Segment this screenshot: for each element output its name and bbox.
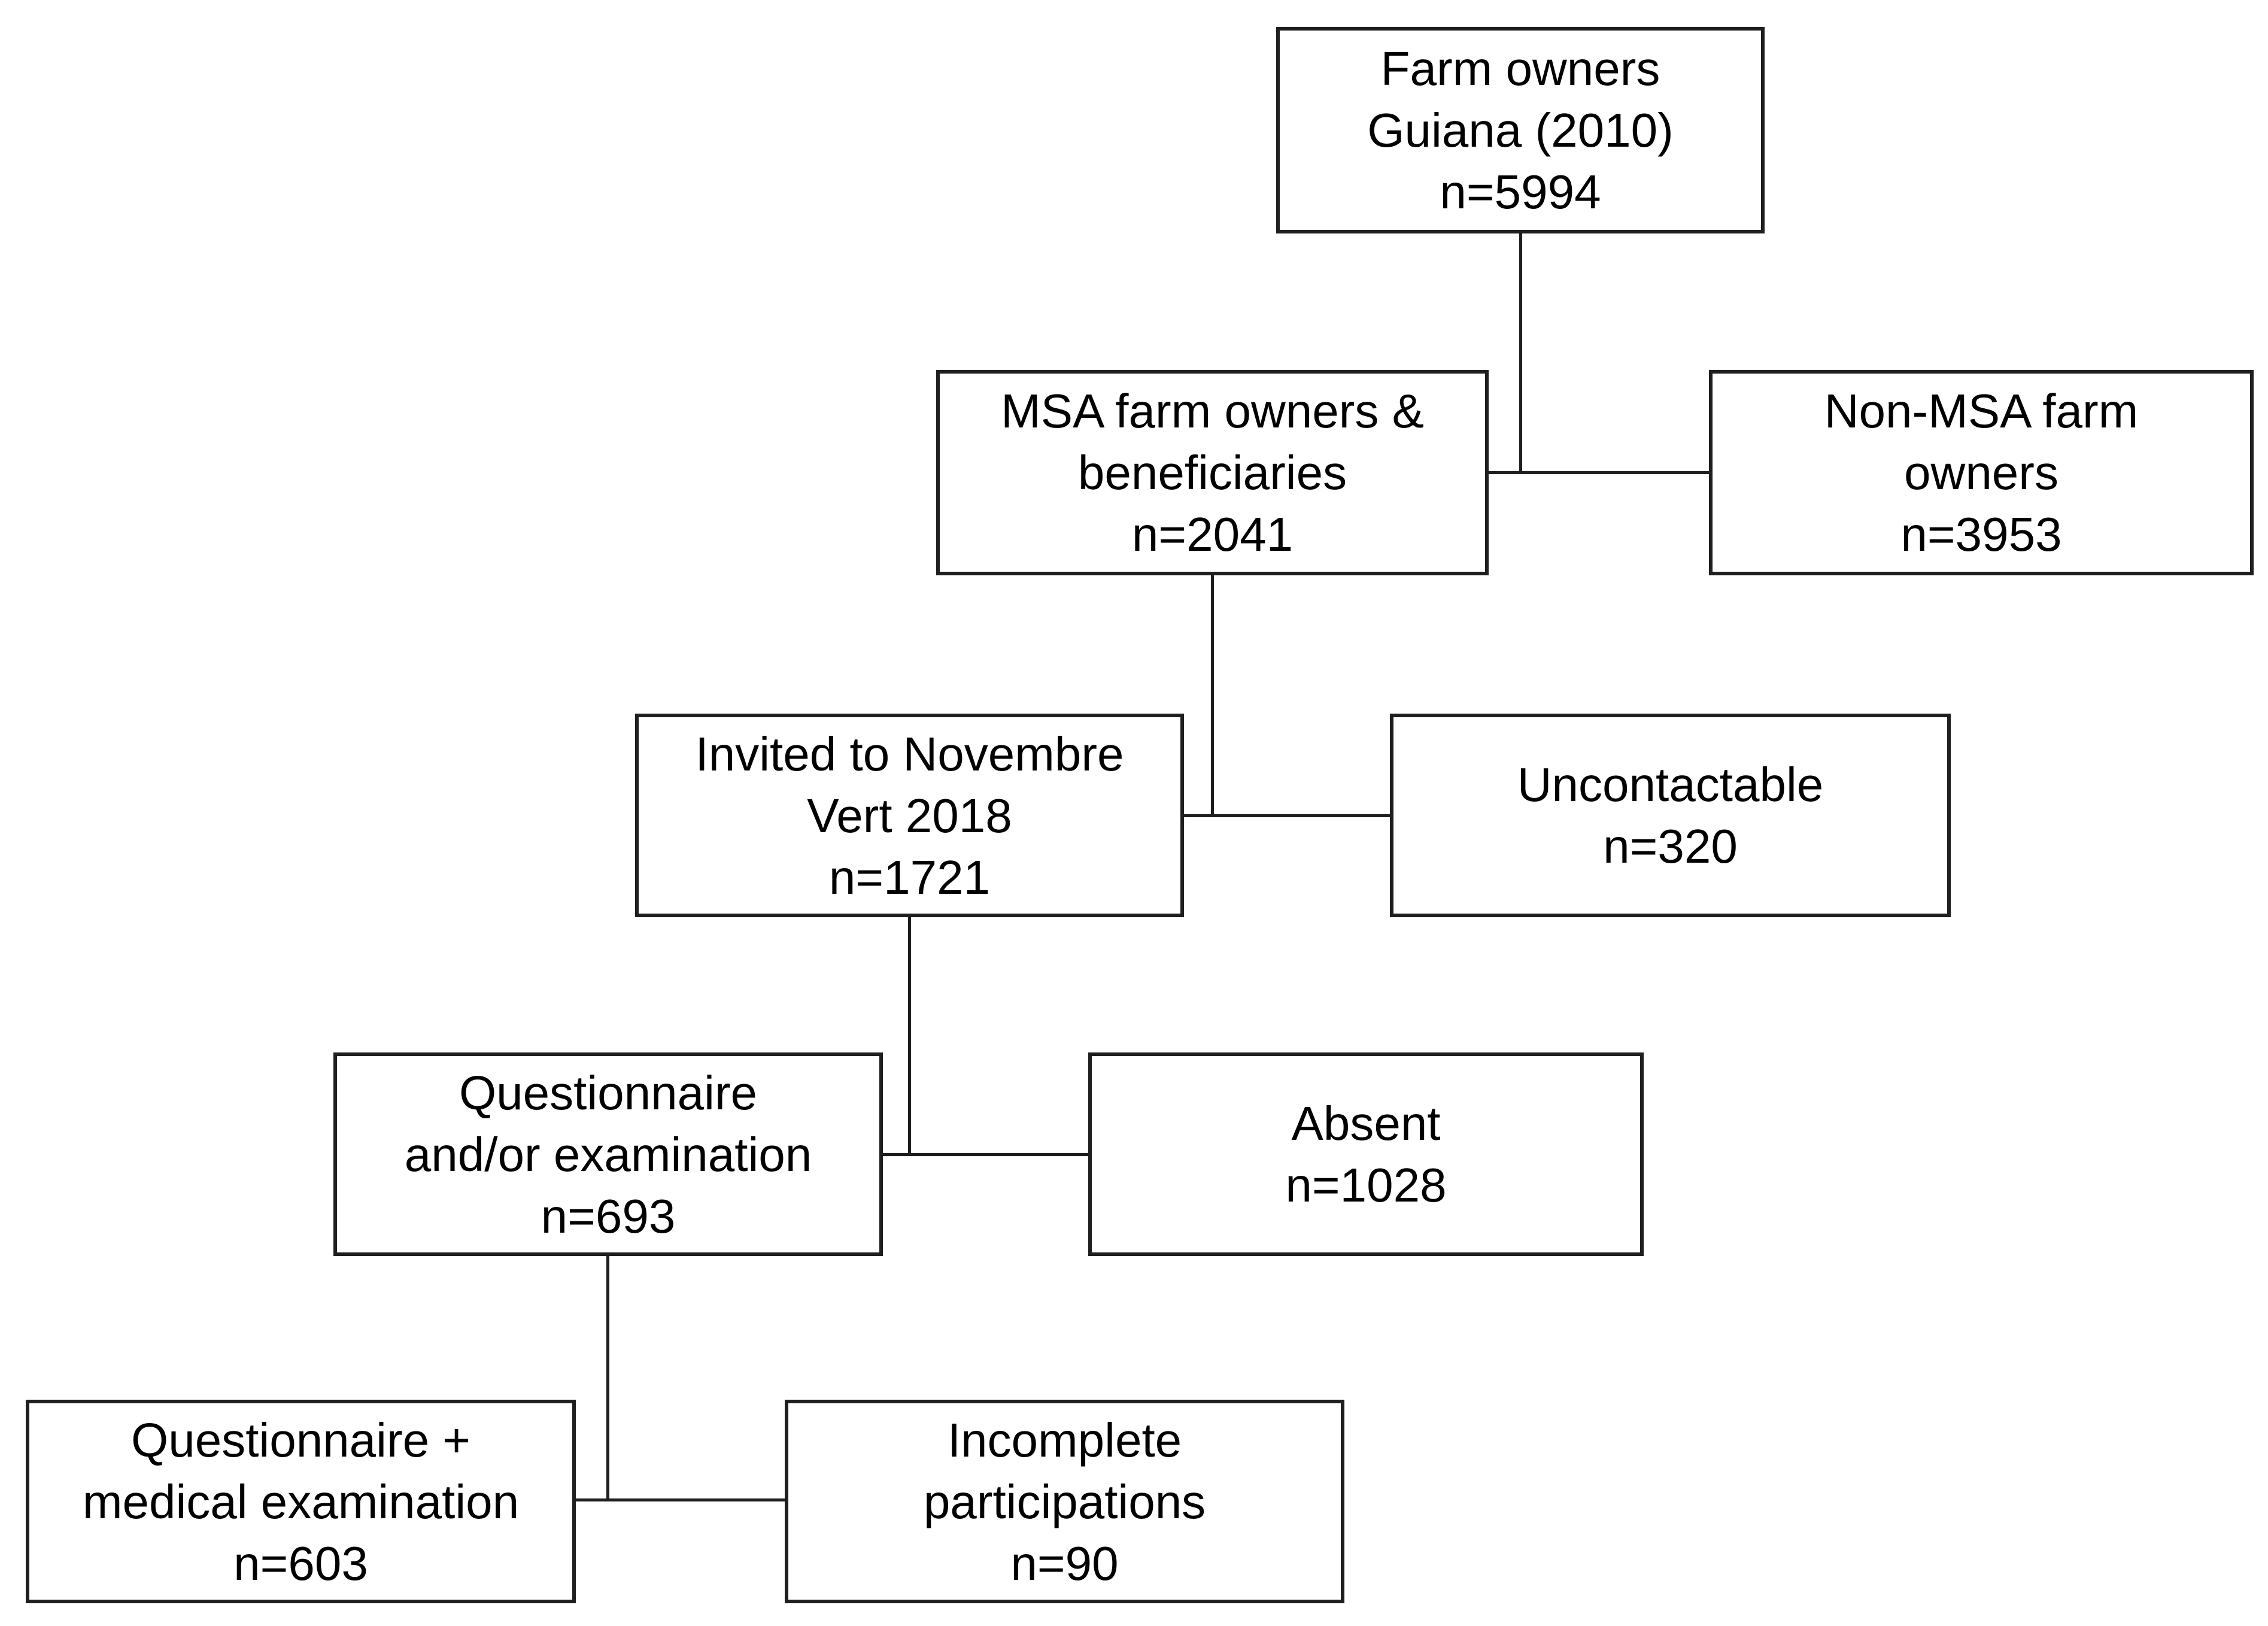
node-line: participations [923,1475,1206,1528]
node-count: n=2041 [1131,508,1294,561]
node-line: Non-MSA farm [1824,384,2139,438]
node-line: beneficiaries [1077,446,1347,499]
node-line: Incomplete [947,1413,1182,1467]
connector-invited-drop-line [908,916,911,1156]
node-uncontactable: Uncontactable n=320 [1390,714,1951,917]
node-count: n=3953 [1900,508,2062,561]
node-line: Questionnaire + [130,1413,471,1467]
node-questionnaire-andor-exam: Questionnaire and/or examination n=693 [333,1052,883,1256]
node-line: Absent [1291,1097,1441,1150]
connector-row4-horizontal-line [882,1153,1089,1156]
node-line: Vert 2018 [807,788,1012,842]
node-line: medical examination [82,1475,520,1528]
node-line: Guiana (2010) [1367,104,1674,157]
node-count: n=1028 [1285,1158,1447,1212]
node-incomplete-participations: Incomplete participations n=90 [785,1400,1344,1603]
node-count: n=5994 [1440,165,1601,219]
node-msa-farm-owners: MSA farm owners & beneficiaries n=2041 [936,370,1489,575]
node-non-msa-farm-owners: Non-MSA farm owners n=3953 [1709,370,2254,575]
node-count: n=693 [541,1189,676,1243]
node-count: n=603 [233,1536,368,1590]
node-count: n=90 [1010,1536,1119,1590]
node-line: Questionnaire [459,1066,758,1120]
connector-row2-horizontal-line [1487,471,1710,474]
node-line: owners [1904,446,2058,499]
node-line: Farm owners [1380,42,1660,95]
connector-row5-horizontal-line [575,1498,786,1501]
node-count: n=320 [1603,820,1738,873]
connector-msa-drop-line [1211,574,1214,817]
node-line: and/or examination [404,1127,812,1181]
node-line: Invited to Novembre [695,727,1124,781]
node-line: Uncontactable [1517,758,1824,811]
node-absent: Absent n=1028 [1088,1052,1644,1256]
connector-questionnaire-drop-line [606,1255,609,1501]
node-count: n=1721 [828,850,991,904]
node-line: MSA farm owners & [1001,384,1424,438]
connector-row3-horizontal-line [1183,814,1391,817]
node-questionnaire-medical-exam: Questionnaire + medical examination n=603 [26,1400,576,1603]
connector-farm-owners-drop-line [1519,232,1522,473]
